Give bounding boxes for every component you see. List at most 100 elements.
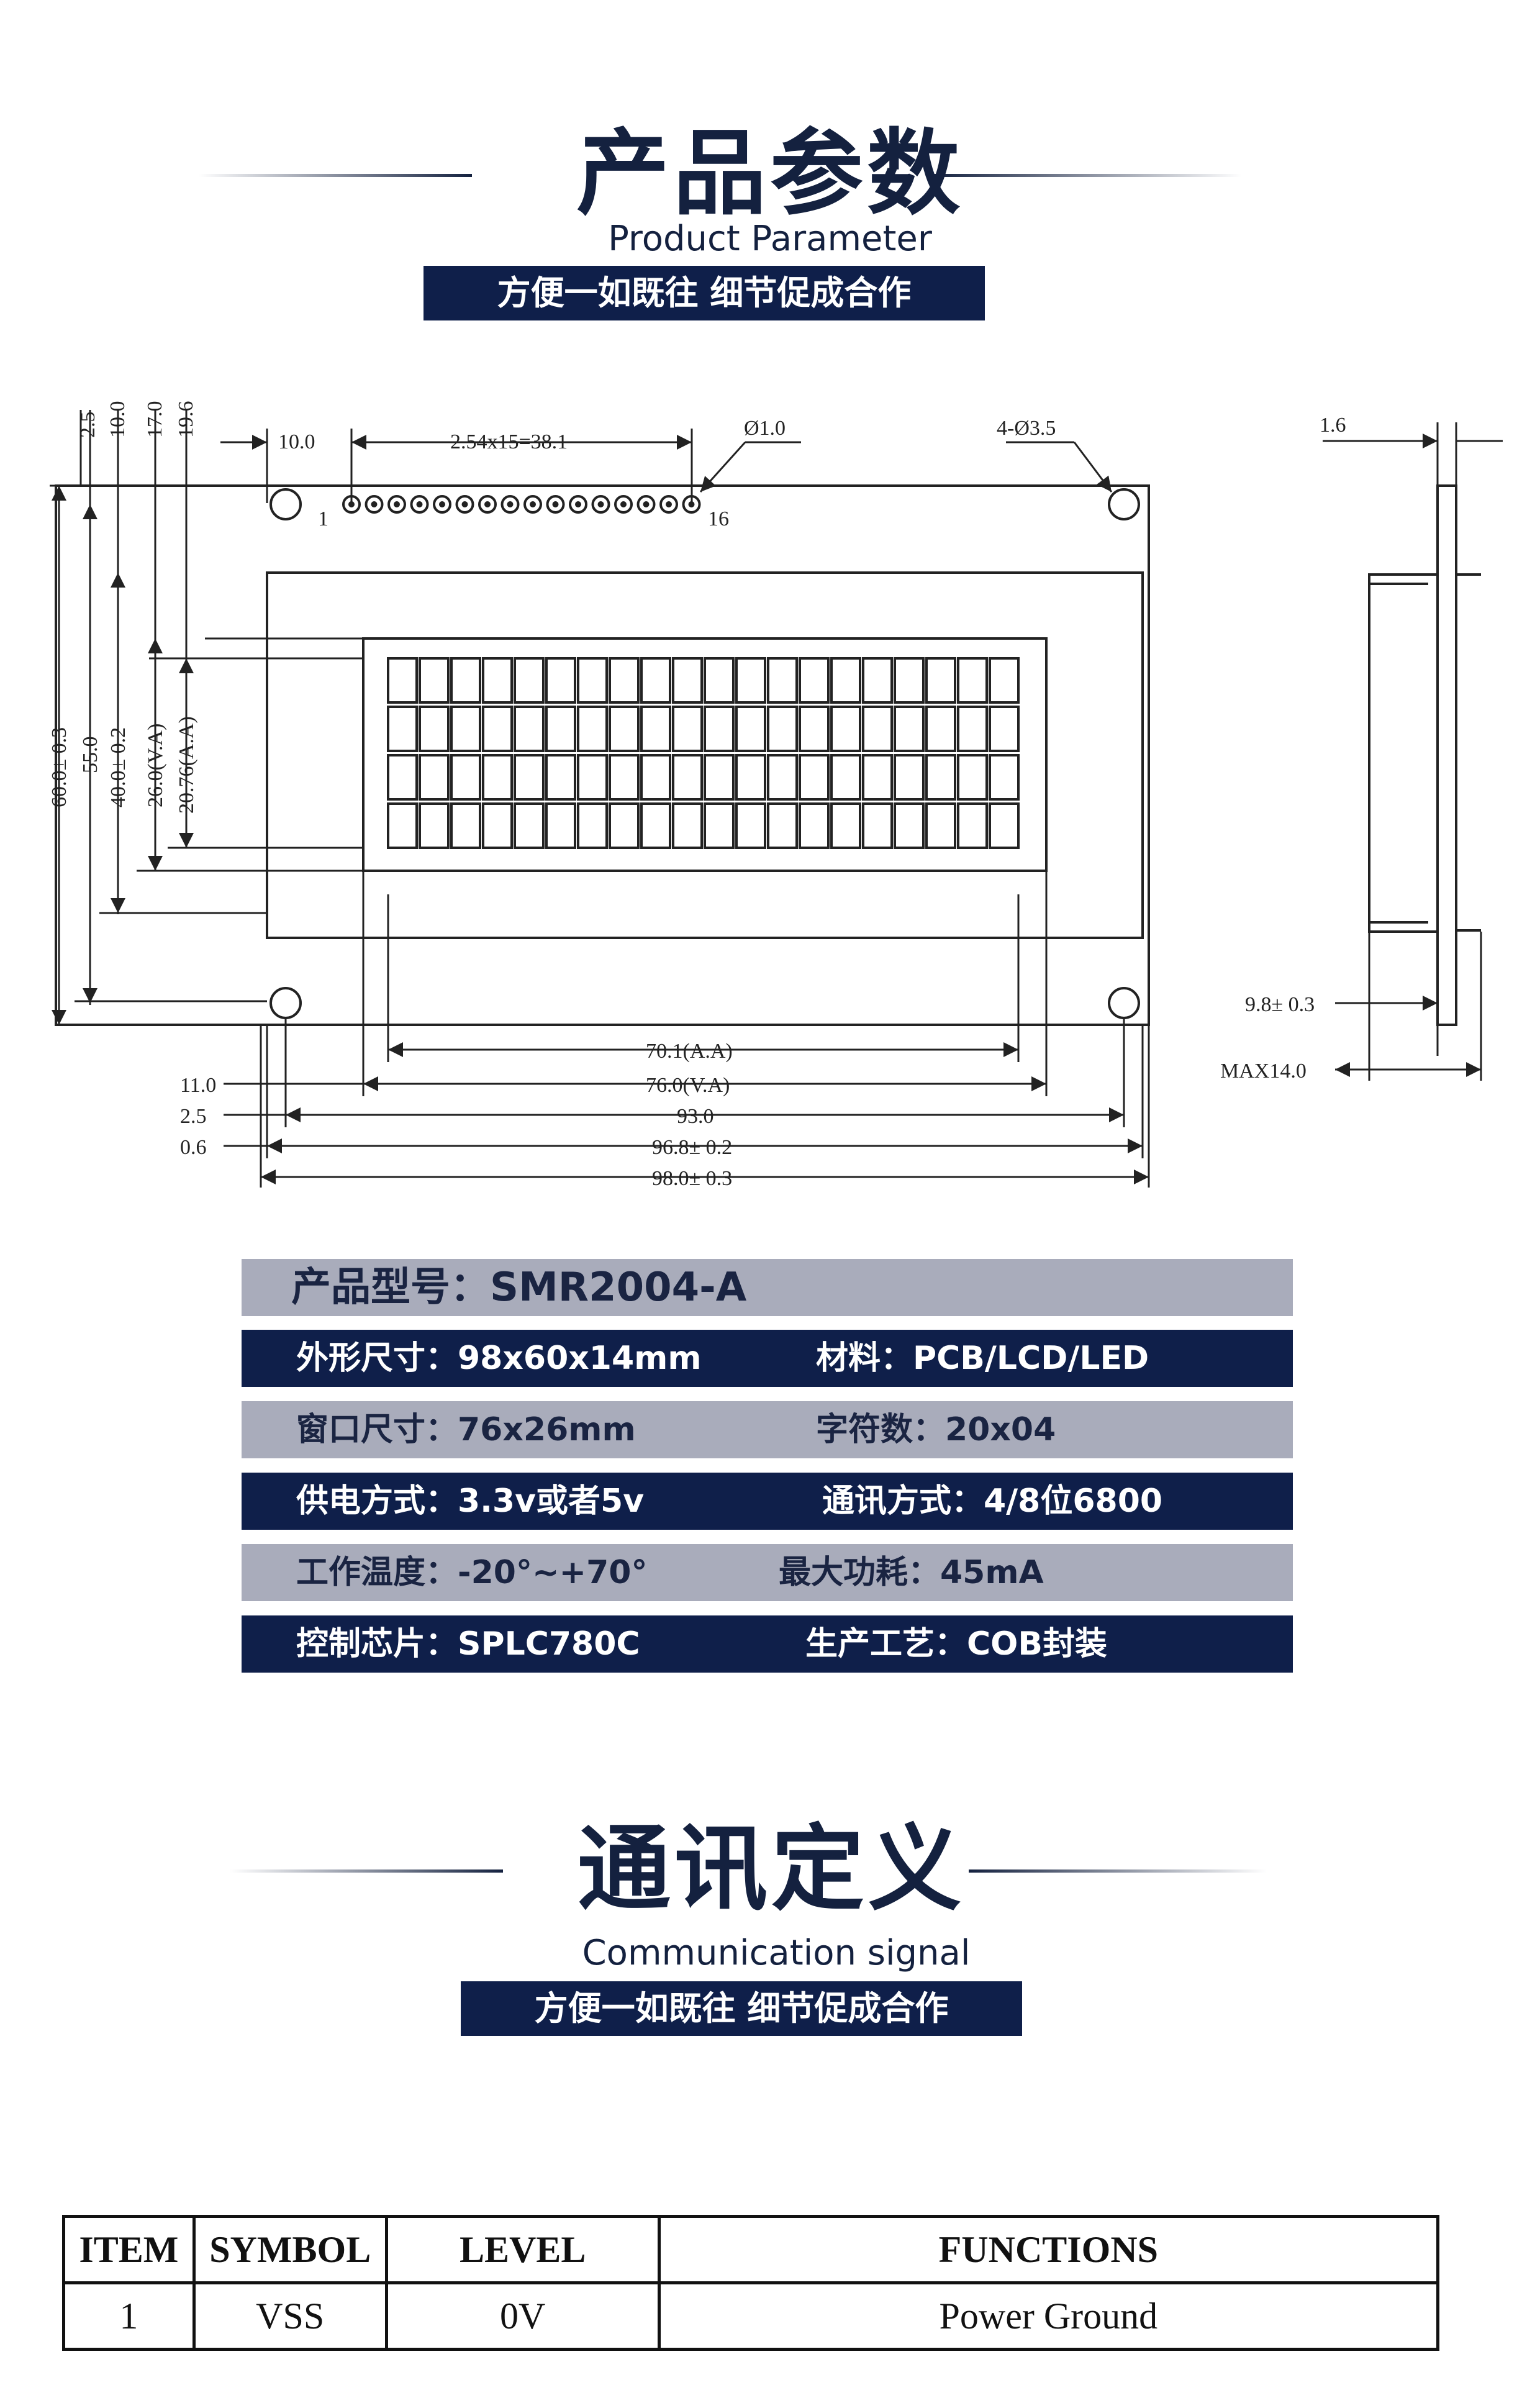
character-cell (450, 657, 481, 704)
pin-dot (484, 501, 491, 507)
header-item: ITEM (62, 2215, 196, 2284)
pin-hole (591, 495, 610, 514)
pin-hole (455, 495, 474, 514)
dim-label-bottom: 76.0(V.A) (646, 1074, 730, 1097)
character-cell (545, 802, 576, 849)
spec-row: 供电方式：3.3v或者5v 通讯方式：4/8位6800 (242, 1473, 1293, 1530)
dim-label-bottom: 70.1(A.A) (646, 1040, 733, 1063)
character-cell (799, 754, 830, 801)
character-cell (514, 706, 545, 752)
dim-label-top-left: 2.5 (76, 412, 99, 438)
pin-hole (478, 495, 497, 514)
spec-left: 控制芯片：SPLC780C (296, 1625, 640, 1663)
slogan-banner: 方便一如既往 细节促成合作 (461, 1981, 1022, 2036)
title-line-right (931, 174, 1242, 177)
side-lcd (1368, 573, 1439, 933)
character-cell (799, 802, 830, 849)
pin-label-first: 1 (318, 507, 328, 530)
character-cell (894, 706, 925, 752)
character-cell (577, 802, 608, 849)
character-cell (735, 657, 766, 704)
character-cell (577, 706, 608, 752)
dim-label-pin-hole: Ø1.0 (744, 417, 786, 440)
character-cell (830, 706, 861, 752)
character-cell (830, 657, 861, 704)
section-subtitle: Communication signal (582, 1933, 971, 1973)
character-cell (545, 754, 576, 801)
dim-label-bottom: 96.8± 0.2 (652, 1136, 732, 1159)
character-cell (387, 802, 418, 849)
header-symbol: SYMBOL (192, 2215, 388, 2284)
character-cell (514, 754, 545, 801)
pin-dot (666, 501, 672, 507)
viewing-area (362, 637, 1048, 872)
dim-label-pin-pitch: 2.54x15=38.1 (450, 430, 568, 453)
character-cell (450, 754, 481, 801)
side-pcb (1436, 484, 1457, 1026)
character-cell (387, 706, 418, 752)
dim-label-bottom-left: 0.6 (180, 1136, 207, 1159)
dim-label-bottom-left: 2.5 (180, 1105, 207, 1128)
character-cell (957, 802, 988, 849)
character-cell (419, 706, 450, 752)
dim-label-bottom-left: 11.0 (180, 1074, 216, 1097)
pin-label-last: 16 (708, 507, 729, 530)
pin-hole (410, 495, 429, 514)
spec-model: 产品型号：SMR2004-A (291, 1265, 747, 1311)
spec-right: 通讯方式：4/8位6800 (822, 1483, 1163, 1520)
character-cell (545, 657, 576, 704)
character-cell (862, 802, 893, 849)
character-cell (957, 657, 988, 704)
bezel-outline (266, 571, 1144, 939)
spec-right: 生产工艺：COB封装 (805, 1625, 1108, 1663)
character-cell (799, 706, 830, 752)
character-cell (672, 657, 703, 704)
character-cell (514, 657, 545, 704)
character-cell (577, 754, 608, 801)
character-cell (862, 754, 893, 801)
spec-right: 最大功耗：45mA (779, 1554, 1044, 1591)
cell-function: Power Ground (657, 2281, 1440, 2351)
side-dim-label: 9.8± 0.3 (1245, 993, 1315, 1016)
character-cell (894, 802, 925, 849)
mount-hole (270, 987, 302, 1019)
pin-dot (371, 501, 378, 507)
pin-dot (507, 501, 514, 507)
section-title: 产品参数 (576, 120, 964, 228)
pin-hole (546, 495, 565, 514)
character-cell (609, 657, 640, 704)
pin-dot (394, 501, 400, 507)
dim-label-offset: 10.0 (278, 430, 315, 453)
character-cell (640, 802, 671, 849)
pin-table: ITEM SYMBOL LEVEL FUNCTIONS 1 VSS 0V Pow… (62, 2215, 1440, 2351)
character-cell (609, 706, 640, 752)
mount-hole (1108, 987, 1140, 1019)
character-cell (957, 706, 988, 752)
character-cell (830, 754, 861, 801)
dim-label-mount-holes: 4-Ø3.5 (997, 417, 1056, 440)
pin-dot (643, 501, 650, 507)
pin-dot (530, 501, 536, 507)
character-cell (925, 657, 956, 704)
spec-row: 外形尺寸：98x60x14mm 材料：PCB/LCD/LED (242, 1330, 1293, 1387)
character-cell (862, 706, 893, 752)
character-cell (925, 802, 956, 849)
character-cell (545, 706, 576, 752)
pin-dot (416, 501, 423, 507)
character-cell (767, 754, 798, 801)
dim-label-vertical: 20.76(A.A) (175, 716, 198, 814)
character-cell (989, 754, 1020, 801)
character-cell (672, 754, 703, 801)
cell-symbol: VSS (192, 2281, 388, 2351)
spec-left: 窗口尺寸：76x26mm (296, 1411, 636, 1448)
title-line-right (969, 1869, 1267, 1873)
mount-hole (270, 488, 302, 520)
character-cell (577, 657, 608, 704)
character-grid (387, 657, 1020, 849)
character-cell (482, 754, 513, 801)
character-cell (672, 802, 703, 849)
character-cell (957, 754, 988, 801)
character-cell (894, 754, 925, 801)
character-cell (704, 802, 735, 849)
pin-hole (433, 495, 451, 514)
